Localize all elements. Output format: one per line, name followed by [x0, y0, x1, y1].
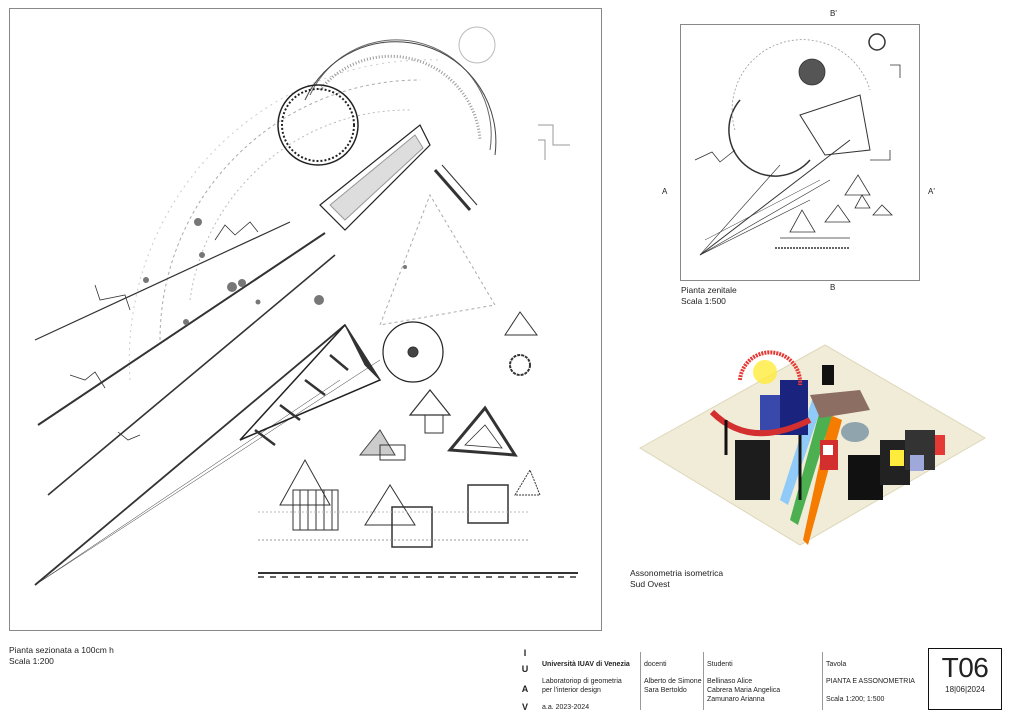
table-label: Tavola [826, 661, 847, 668]
table-title: PIANTA E ASSONOMETRIA [826, 678, 915, 685]
student-name: Cabrera Maria Angelica [707, 687, 781, 694]
students-label: Studenti [707, 661, 733, 668]
section-mark-a-prime: A' [928, 187, 935, 196]
academic-year: a.a. 2023-2024 [542, 704, 590, 711]
teacher-name: Sara Bertoldo [644, 687, 687, 694]
course-line-1: Laboratoriop di geometria [542, 678, 622, 685]
divider [640, 652, 641, 710]
plan-caption-title: Pianta sezionata a 100cm h [9, 645, 114, 655]
student-name: Bellinaso Alice [707, 678, 753, 685]
sheet-code-box: T06 18|06|2024 [928, 648, 1002, 710]
course-line-2: per l'interior design [542, 687, 601, 694]
axo-caption-title: Assonometria isometrica [630, 568, 724, 578]
sheet-code: T06 [941, 652, 989, 683]
divider [703, 652, 704, 710]
logo-letter-u: U [521, 664, 529, 674]
university-name: Università IUAV di Venezia [542, 661, 630, 668]
axo-caption-subtitle: Sud Ovest [630, 579, 670, 589]
logo-letter-i: I [523, 648, 527, 658]
section-mark-b-prime: B' [830, 9, 837, 18]
section-mark-b: B [830, 283, 836, 292]
student-name: Zamunaro Arianna [707, 696, 765, 703]
divider [822, 652, 823, 710]
zenith-caption-title: Pianta zenitale [681, 285, 737, 295]
zenith-caption: Pianta zenitale Scala 1:500 [681, 285, 737, 307]
plan-caption: Pianta sezionata a 100cm h Scala 1:200 [9, 645, 114, 667]
section-mark-a: A [662, 187, 668, 196]
logo-letter-v: V [521, 702, 528, 712]
plan-drawing-frame [9, 8, 602, 631]
sheet-date: 18|06|2024 [945, 685, 985, 694]
logo-letter-a: A [521, 684, 529, 694]
teachers-label: docenti [644, 661, 667, 668]
table-scale: Scala 1:200; 1:500 [826, 696, 885, 703]
axo-caption: Assonometria isometrica Sud Ovest [630, 568, 723, 590]
plan-caption-scale: Scala 1:200 [9, 656, 54, 666]
zenith-caption-scale: Scala 1:500 [681, 296, 726, 306]
teacher-name: Alberto de Simone [644, 678, 702, 685]
